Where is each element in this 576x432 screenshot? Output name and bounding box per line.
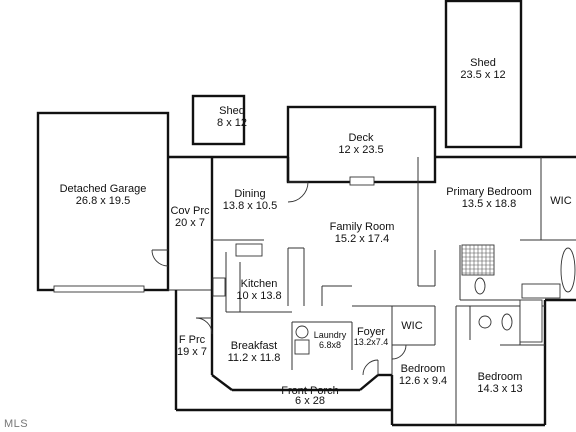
garage-door: [53, 285, 145, 293]
room-dims: 13.8 x 10.5: [223, 200, 277, 212]
washer-icon: [295, 325, 309, 339]
foyer-door-icon: [362, 359, 379, 376]
room-primary-bedroom: Primary Bedroom 13.5 x 18.8: [446, 186, 532, 210]
room-foyer: Foyer 13.2x7.4: [354, 326, 389, 347]
room-dims: 8 x 12: [217, 117, 247, 129]
room-dims: 20 x 7: [175, 217, 205, 229]
room-shed-small: Shed 8 x 12: [217, 105, 247, 129]
room-name: Laundry: [314, 330, 347, 340]
room-name: Dining: [234, 188, 265, 200]
room-bedroom-1: Bedroom 12.6 x 9.4: [399, 363, 447, 387]
room-name: Bedroom: [478, 371, 523, 383]
room-breakfast: Breakfast 11.2 x 11.8: [228, 340, 281, 364]
hall-bath-tub-icon: [519, 299, 543, 343]
room-name: Deck: [348, 132, 374, 144]
bedroom-door-icon: [391, 344, 407, 360]
room-name: WIC: [550, 195, 571, 207]
front-porch-outline: [174, 290, 392, 412]
room-name: Family Room: [330, 221, 395, 233]
range-icon: [235, 243, 263, 257]
room-name: Breakfast: [231, 340, 277, 352]
dining-door-icon: [287, 181, 309, 203]
room-name: Detached Garage: [60, 183, 147, 195]
room-shed-large: Shed 23.5 x 12: [460, 57, 505, 81]
garage-side-door-icon: [151, 249, 169, 267]
room-family: Family Room 15.2 x 17.4: [330, 221, 395, 245]
room-name: Kitchen: [241, 278, 278, 290]
room-kitchen: Kitchen 10 x 13.8: [236, 278, 281, 302]
room-f-prc: F Prc 19 x 7: [177, 334, 207, 358]
room-dims: 12.6 x 9.4: [399, 375, 447, 387]
room-deck: Deck 12 x 23.5: [338, 132, 383, 156]
room-name: WIC: [401, 320, 422, 332]
room-dims: 13.5 x 18.8: [462, 198, 516, 210]
room-dims: 19 x 7: [177, 346, 207, 358]
room-name: Foyer: [357, 326, 385, 338]
shed-small-outline: [191, 94, 246, 146]
sink-icon: [212, 277, 226, 297]
shower-tile-pattern: [462, 245, 494, 275]
room-front-porch: Front Porch 6 x 28: [281, 385, 338, 407]
deck-grill-icon: [349, 176, 375, 186]
primary-vanity-icon: [521, 283, 561, 299]
room-dims: 10 x 13.8: [236, 290, 281, 302]
room-dims: 11.2 x 11.8: [228, 352, 281, 364]
room-dims: 6.8x8: [319, 340, 341, 350]
room-name: Cov Prc: [170, 205, 210, 217]
room-name: Shed: [470, 57, 496, 69]
room-name: Primary Bedroom: [446, 186, 532, 198]
hall-sink-icon: [478, 315, 492, 329]
room-dims: 23.5 x 12: [460, 69, 505, 81]
house-outline: [210, 155, 576, 427]
shed-large-outline: [444, 0, 523, 149]
interior-walls: [212, 157, 576, 425]
room-name: Bedroom: [401, 363, 446, 375]
room-garage: Detached Garage 26.8 x 19.5: [60, 183, 147, 207]
room-name: Shed: [219, 105, 245, 117]
dryer-icon: [294, 339, 310, 355]
room-dining: Dining 13.8 x 10.5: [223, 188, 277, 212]
room-bedroom-2: Bedroom 14.3 x 13: [477, 371, 522, 395]
room-wic-primary: WIC: [550, 195, 571, 207]
room-name: Front Porch: [281, 385, 338, 397]
room-cov-prc: Cov Prc 20 x 7: [170, 205, 210, 229]
room-dims: 14.3 x 13: [477, 383, 522, 395]
mls-watermark: MLS: [4, 418, 29, 430]
room-dims: 13.2x7.4: [354, 337, 389, 347]
primary-tub-icon: [560, 247, 576, 293]
room-dims: 26.8 x 19.5: [76, 195, 130, 207]
room-laundry: Laundry 6.8x8: [314, 330, 347, 350]
room-dims: 6 x 28: [295, 395, 325, 407]
f-prc-door-icon: [195, 317, 213, 335]
room-name: F Prc: [179, 334, 206, 346]
hall-toilet-icon: [501, 313, 513, 331]
room-wic-bed: WIC: [401, 320, 422, 332]
room-dims: 15.2 x 17.4: [335, 233, 389, 245]
primary-toilet-icon: [474, 277, 486, 295]
room-dims: 12 x 23.5: [338, 144, 383, 156]
